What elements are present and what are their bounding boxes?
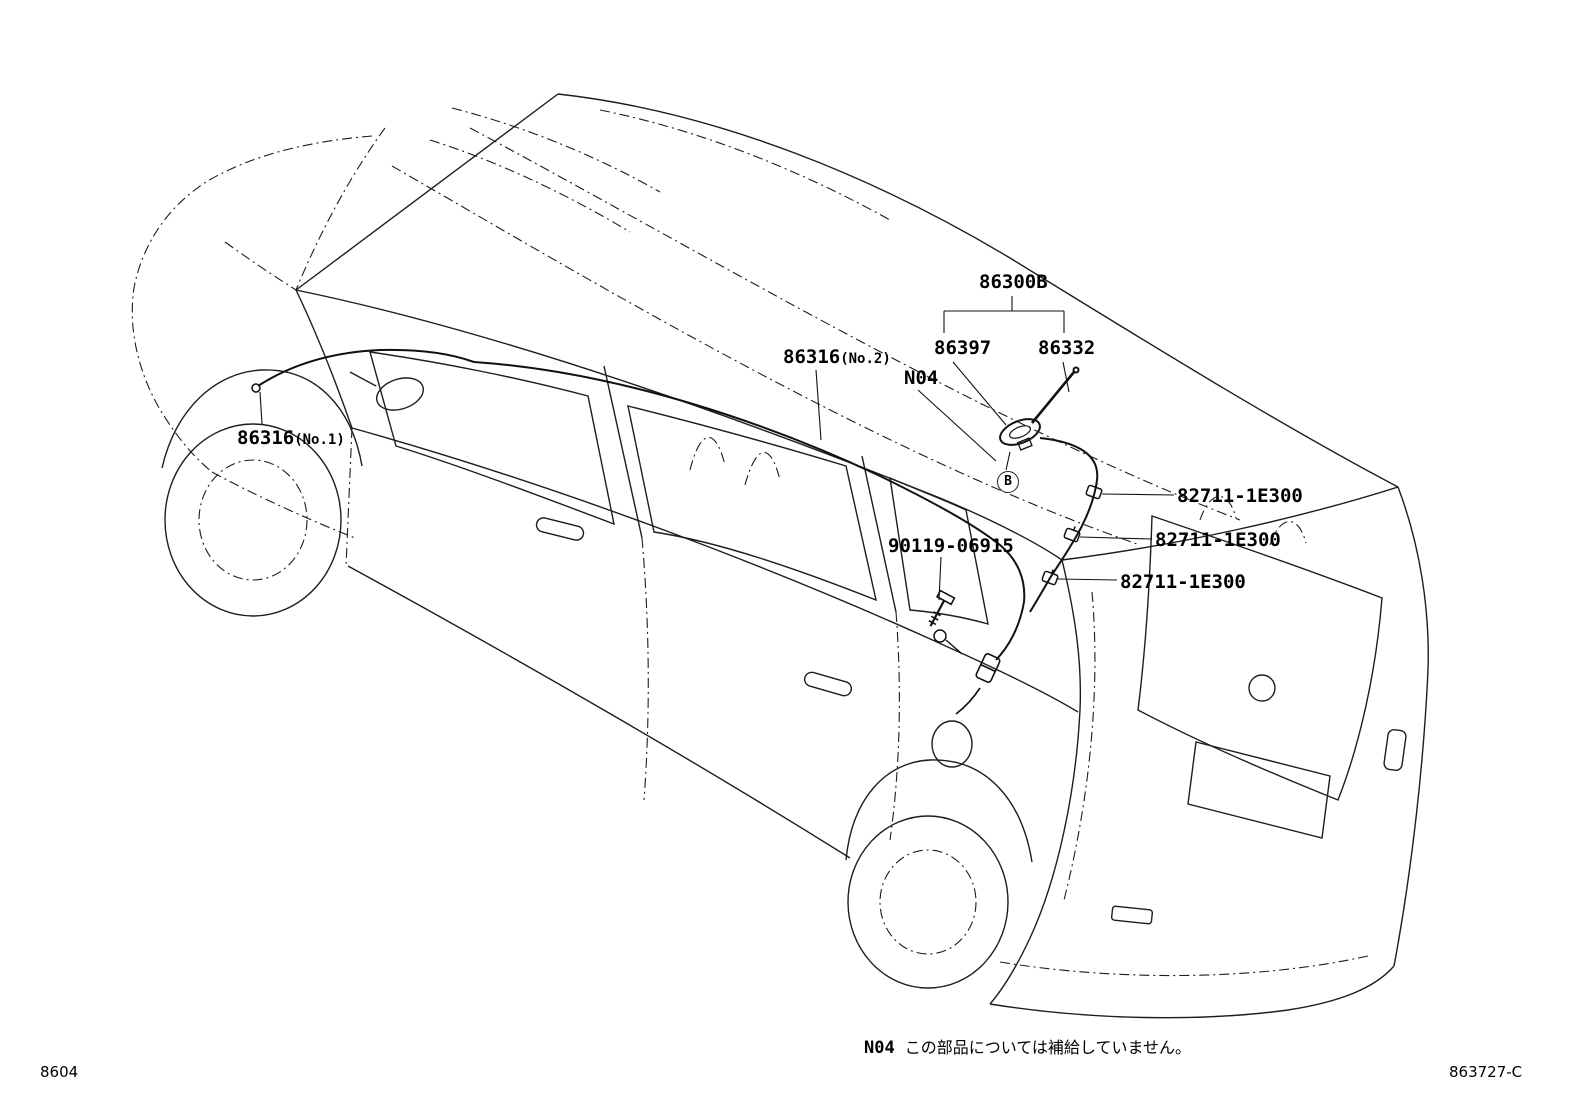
c-pillar [861,455,897,613]
fuel-lid [931,720,973,768]
beltline [351,427,1079,713]
front-door-window [369,351,615,526]
clip-lower [1041,569,1059,586]
label-clip-rear-upper: 82711-1E300 [1177,485,1303,507]
far-roof-rail [557,93,1399,488]
antenna-feeder-cable [1029,437,1099,613]
rear-door-handle [803,671,853,697]
label-antenna-ornament: 86397 [934,337,992,359]
roof-front-edge [295,93,559,291]
rear-wheel-inner [879,849,977,955]
rear-emblem [1248,674,1276,702]
mirror-stalk [349,371,377,387]
label-antenna-cord-no1-suffix: (No.1) [294,432,345,448]
front-wheel [164,423,342,617]
antenna-mast [1030,371,1076,424]
label-antenna-cord-no2: 86316(No.2) [783,346,891,368]
cord-connector [975,653,1001,683]
label-antenna-cord-no2-number: 86316 [783,346,841,368]
front-wheel-inner [198,459,308,581]
mounting-screw [928,589,956,627]
clip-middle [1063,526,1081,543]
rear-wheel [847,815,1009,989]
rear-lamp [1383,729,1407,771]
license-recess [1187,741,1331,839]
label-antenna-assy: 86300B [979,271,1048,293]
antenna-mast-tip [1072,366,1080,374]
page-code-left: 8604 [40,1063,79,1081]
antenna-cord-no1 [257,348,475,387]
antenna-cord-no2 [473,361,1026,603]
figure-code-right: 863727-C [1449,1063,1523,1081]
footnote-text: この部品については補給していません。 [904,1038,1191,1057]
front-door-handle [535,517,585,541]
label-clip-rear-lower: 82711-1E300 [1120,571,1246,593]
antenna-assembly [251,348,1103,715]
label-antenna-cord-no2-suffix: (No.2) [840,351,891,367]
rear-wheel-arch [845,759,1033,863]
cable-clips [1041,483,1103,586]
ground-terminal [933,629,947,643]
antenna-base [999,418,1041,451]
bumper-detail [1110,905,1154,925]
rocker-line [347,565,851,859]
label-antenna-cord-no1-number: 86316 [237,427,295,449]
callout-marker-b: B [997,471,1019,493]
label-screw: 90119-06915 [888,535,1014,557]
near-roof-rail [295,289,1063,561]
a-pillar [295,289,353,429]
rear-window [1137,515,1383,801]
hidden-structure-lines [131,107,1369,977]
hatch-top-edge [1061,486,1399,561]
label-n04-ref: N04 [904,367,939,389]
clip-upper [1085,483,1103,500]
leader-lines [259,296,1175,601]
terminal-lead [945,639,963,655]
b-pillar [603,365,643,539]
rear-right-edge [1393,486,1429,967]
rear-door-window [627,405,877,602]
cord-no1-terminal [251,383,261,393]
side-mirror [376,377,424,411]
label-antenna-cord-no1: 86316(No.1) [237,427,345,449]
car-body-outline [161,93,1429,1019]
rear-bumper [989,965,1395,1019]
d-pillar-hatch-edge [989,559,1082,1005]
label-clip-rear-middle: 82711-1E300 [1155,529,1281,551]
front-wheel-arch [161,369,363,469]
footnote-code: N04 [864,1038,895,1058]
quarter-window [889,476,989,625]
footnote: N04 この部品については補給していません。 [864,1034,1191,1058]
connector-tail [955,687,981,715]
cord-tail [995,601,1025,661]
label-antenna-pole: 86332 [1038,337,1096,359]
